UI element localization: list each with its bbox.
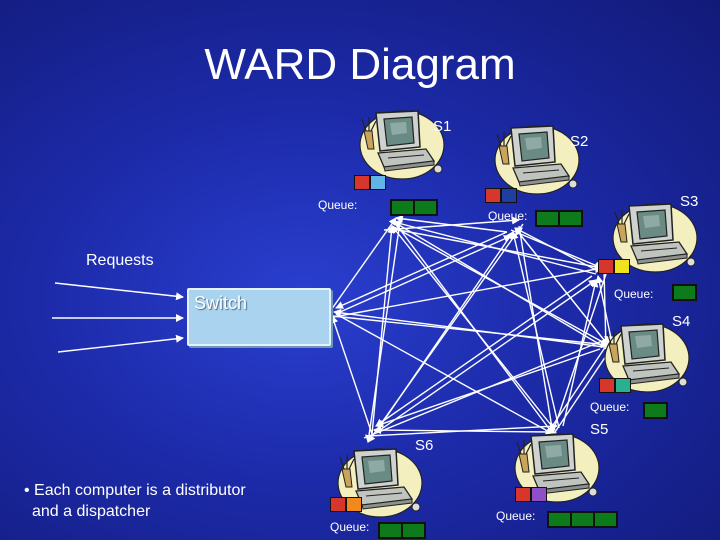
connection-arrow xyxy=(510,231,560,429)
computer-icon xyxy=(604,323,690,393)
request-arrow xyxy=(54,282,184,301)
server-label: S3 xyxy=(680,193,699,210)
requests-label: Requests xyxy=(86,252,154,269)
connection-arrow xyxy=(379,279,597,431)
status-slot xyxy=(346,497,362,512)
connection-arrow xyxy=(339,235,512,313)
computer-icon xyxy=(359,110,445,180)
status-slot xyxy=(501,188,517,203)
queue-item xyxy=(403,524,424,537)
connection-arrow xyxy=(393,219,597,275)
queue-label: Queue: xyxy=(614,287,654,301)
status-slot xyxy=(531,487,547,502)
connection-arrow xyxy=(514,227,609,346)
note-line-2: and a dispatcher xyxy=(32,503,151,520)
connection-arrow xyxy=(330,315,373,435)
note-text: • Each computer is a distributor and a d… xyxy=(24,480,246,522)
status-slot xyxy=(598,259,614,274)
status-slot xyxy=(515,487,531,502)
queue-box xyxy=(643,402,668,419)
connection-arrow xyxy=(391,225,556,431)
server-label: S6 xyxy=(415,437,434,454)
queue-item xyxy=(560,212,581,225)
queue-item xyxy=(549,513,570,526)
queue-item xyxy=(380,524,401,537)
server-label: S1 xyxy=(433,118,452,135)
connection-arrow xyxy=(395,214,508,233)
status-slot xyxy=(354,175,370,190)
connection-arrow xyxy=(595,275,613,344)
connection-arrow xyxy=(514,227,601,273)
connection-arrow xyxy=(375,231,514,433)
connection-arrow xyxy=(327,265,603,319)
queue-item xyxy=(392,201,413,214)
status-slot xyxy=(599,378,615,393)
server-label: S5 xyxy=(590,421,609,438)
queue-label: Queue: xyxy=(496,509,536,523)
connection-arrow xyxy=(335,231,508,309)
status-slot xyxy=(370,175,386,190)
queue-item xyxy=(674,286,695,299)
queue-item xyxy=(572,513,593,526)
queue-item xyxy=(595,513,616,526)
connection-arrow xyxy=(335,313,554,435)
status-slot xyxy=(614,259,630,274)
queue-label: Queue: xyxy=(330,520,370,534)
slide-title: WARD Diagram xyxy=(204,40,516,89)
switch-box xyxy=(187,288,331,346)
status-slot xyxy=(330,497,346,512)
queue-item xyxy=(415,201,436,214)
queue-box xyxy=(378,522,426,539)
request-arrow xyxy=(57,334,184,353)
queue-box xyxy=(390,199,438,216)
connection-arrow xyxy=(367,422,558,437)
queue-box xyxy=(547,511,618,528)
queue-item xyxy=(645,404,666,417)
computer-icon xyxy=(612,203,698,273)
queue-label: Queue: xyxy=(488,209,528,223)
connection-arrow xyxy=(331,315,609,349)
connection-arrow xyxy=(323,217,397,321)
connection-arrow xyxy=(371,225,396,435)
server-label: S4 xyxy=(672,313,691,330)
server-label: S2 xyxy=(570,133,589,150)
status-slot xyxy=(485,188,501,203)
queue-label: Queue: xyxy=(590,400,630,414)
queue-box xyxy=(672,284,697,301)
queue-item xyxy=(537,212,558,225)
computer-icon xyxy=(494,125,580,195)
connection-arrow xyxy=(333,308,605,348)
switch-label: Switch xyxy=(194,293,248,313)
connection-arrow xyxy=(363,335,613,439)
connection-arrow xyxy=(365,221,401,443)
note-line-1: • Each computer is a distributor xyxy=(24,482,246,499)
connection-arrow xyxy=(393,221,605,348)
connection-arrow xyxy=(375,275,593,427)
connection-arrow xyxy=(546,336,613,435)
status-slot xyxy=(615,378,631,393)
queue-label: Queue: xyxy=(318,198,358,212)
queue-box xyxy=(535,210,583,227)
